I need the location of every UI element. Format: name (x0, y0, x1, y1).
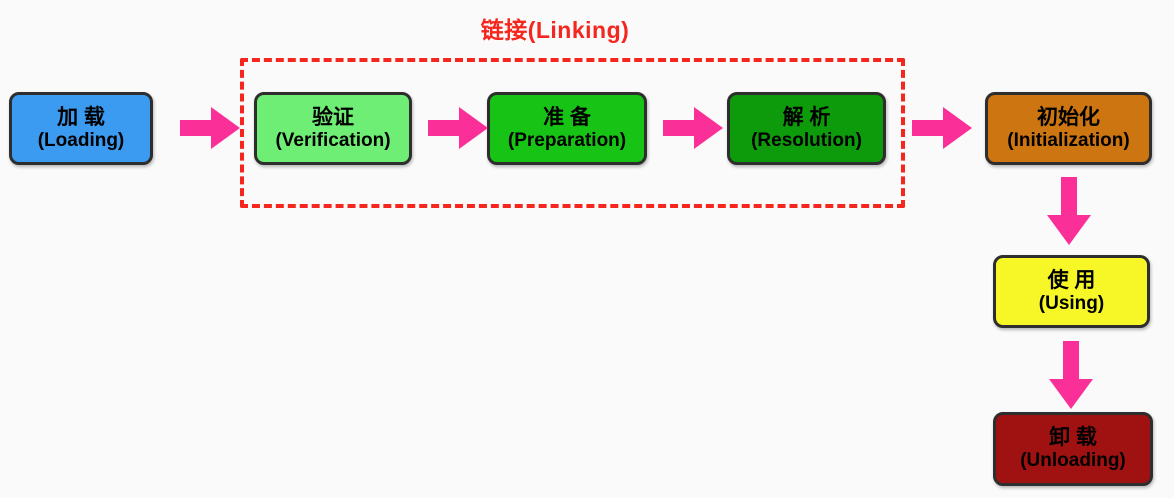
arrow-shaft (428, 120, 459, 136)
arrow-verification-to-preparation (428, 107, 488, 149)
arrow-head-right-icon (459, 107, 488, 149)
node-loading-label-en: (Loading) (37, 129, 125, 151)
arrow-resolution-to-initialization (912, 107, 972, 149)
node-preparation-label-zh: 准 备 (543, 105, 591, 129)
node-initialization-label-zh: 初始化 (1037, 105, 1100, 129)
node-initialization-label-en: (Initialization) (1007, 129, 1130, 151)
node-resolution-label-zh: 解 析 (782, 105, 831, 129)
node-preparation-label-en: (Preparation) (507, 129, 627, 151)
arrow-head-right-icon (211, 107, 240, 149)
node-verification-label-en: (Verification) (275, 129, 391, 151)
arrow-shaft (1061, 177, 1077, 215)
node-unloading: 卸 载 (Unloading) (993, 412, 1153, 486)
arrow-initialization-to-using (1047, 177, 1091, 245)
arrow-shaft (663, 120, 694, 136)
arrow-head-right-icon (694, 107, 723, 149)
arrow-head-right-icon (943, 107, 972, 149)
node-resolution-label-en: (Resolution) (751, 129, 862, 151)
node-using: 使 用 (Using) (993, 255, 1150, 328)
arrow-head-down-icon (1049, 379, 1093, 409)
node-initialization: 初始化 (Initialization) (985, 92, 1152, 165)
node-preparation: 准 备 (Preparation) (487, 92, 647, 165)
node-resolution: 解 析 (Resolution) (727, 92, 886, 165)
node-using-label-zh: 使 用 (1047, 268, 1096, 292)
arrow-shaft (180, 120, 211, 136)
node-loading: 加 载 (Loading) (9, 92, 153, 165)
arrow-shaft (1063, 341, 1079, 379)
node-verification-label-zh: 验证 (312, 105, 354, 129)
arrow-using-to-unloading (1049, 341, 1093, 409)
linking-group-outline (240, 58, 905, 208)
arrow-loading-to-verification (180, 107, 240, 149)
node-unloading-label-en: (Unloading) (1020, 450, 1126, 472)
linking-group-title: 链接(Linking) (480, 17, 630, 43)
node-unloading-label-zh: 卸 载 (1049, 426, 1097, 449)
arrow-head-down-icon (1047, 215, 1091, 245)
node-verification: 验证 (Verification) (254, 92, 412, 165)
node-using-label-en: (Using) (1038, 292, 1105, 314)
node-loading-label-zh: 加 载 (57, 105, 105, 129)
arrow-preparation-to-resolution (663, 107, 723, 149)
arrow-shaft (912, 120, 943, 136)
